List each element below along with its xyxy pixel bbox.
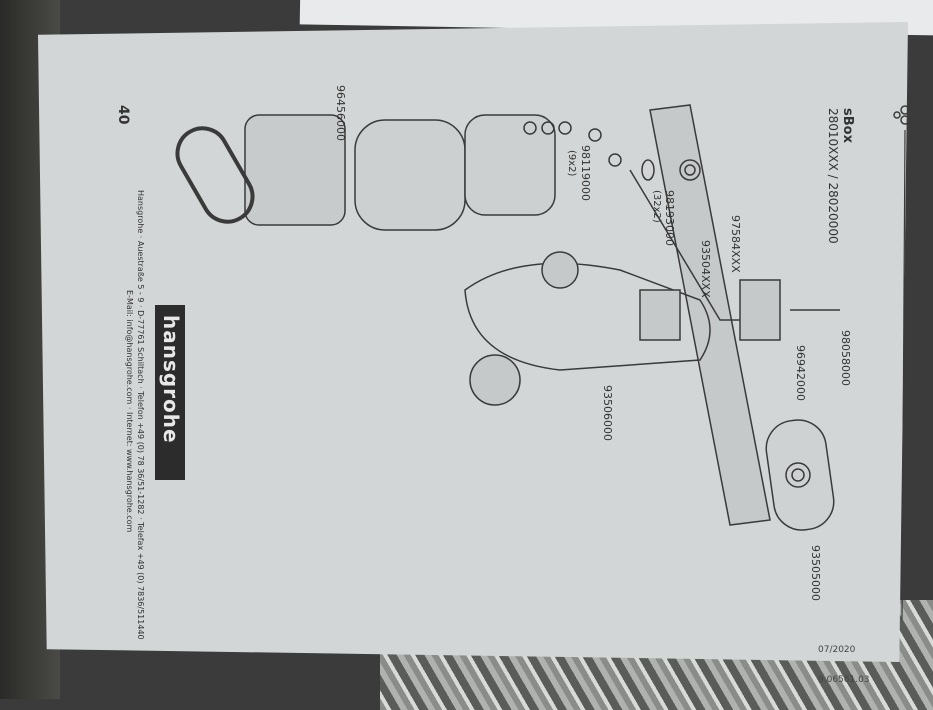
page-title: sBox <box>840 108 855 143</box>
date-label: 07/2020 <box>818 645 856 655</box>
header-circles <box>893 105 910 125</box>
hose-part <box>464 169 760 406</box>
page-number: 40 <box>115 105 131 125</box>
footer-address: Hansgrohe · Auestraße 5 - 9 · D-77761 Sc… <box>136 190 145 640</box>
document-number: 9.06561.03 <box>818 675 870 685</box>
header-rule <box>901 129 906 621</box>
hansgrohe-logo: hansgrohe <box>155 305 185 480</box>
header-circle <box>893 111 901 119</box>
part-label: 93506000 <box>601 385 614 441</box>
part-label: 93504XXX <box>699 240 712 298</box>
header-circle <box>900 105 910 115</box>
part-label: 93505000 <box>809 545 822 601</box>
page-subtitle: 28010XXX / 28020000 <box>826 108 840 244</box>
oval-rosette-part <box>765 419 835 531</box>
logo-text: hansgrohe <box>159 315 183 444</box>
part-label: 98193000 <box>663 190 676 246</box>
gasket-part <box>175 126 255 224</box>
part-label: 96942000 <box>794 345 807 401</box>
part-label: 97584XXX <box>729 215 742 273</box>
header-circle <box>900 115 910 125</box>
footer-contact: E-Mail: info@hansgrohe.com · Internet: w… <box>125 290 134 533</box>
part-label: 98119000 <box>579 145 592 201</box>
small-rings <box>523 121 655 181</box>
part-note: (32x2) <box>651 190 662 223</box>
part-note: (9x2) <box>566 150 577 177</box>
housing-part <box>354 114 556 231</box>
part-label: 96456000 <box>334 85 347 141</box>
cover-plate-part <box>649 104 771 526</box>
box-part <box>244 114 346 226</box>
part-label: 98058000 <box>839 330 852 386</box>
valve-body-part <box>639 279 840 341</box>
